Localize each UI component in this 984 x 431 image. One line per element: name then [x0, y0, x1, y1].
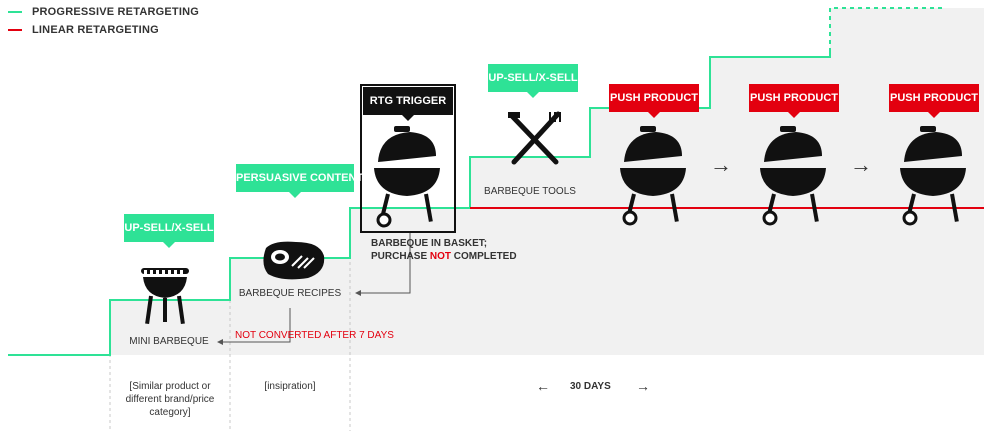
tag-upsell-mini: UP-SELL/X-SELL [124, 214, 214, 248]
label-basket-line1: BARBEQUE IN BASKET; [371, 238, 488, 249]
feedback-arrowhead-basket [355, 290, 361, 296]
arrow-right-icon-2: → [850, 152, 872, 177]
legend-progressive: PROGRESSIVE RETARGETING [8, 6, 199, 18]
label-barbeque-tools: BARBEQUE TOOLS [484, 186, 576, 197]
days-arrow-left-icon: ← [536, 378, 550, 394]
note-similar-line3: category] [149, 407, 191, 418]
note-similar-line1: [Similar product or [129, 381, 211, 392]
tag-persuasive-content: PERSUASIVE CONTENT [236, 164, 363, 198]
legend-label-linear: LINEAR RETARGETING [32, 24, 159, 36]
progressive-line-dashed [829, 7, 944, 52]
kettle-grill-icon-push-2 [760, 126, 826, 226]
label-basket-purchase: PURCHASE [371, 251, 430, 262]
rtg-trigger-box [360, 84, 456, 233]
note-similar-product: [Similar product or different brand/pric… [112, 380, 228, 419]
label-basket-not: NOT [429, 251, 452, 262]
kettle-grill-icon-push-1 [620, 126, 686, 226]
tag-push-product-2: PUSH PRODUCT [749, 84, 839, 118]
label-30-days: 30 DAYS [570, 381, 611, 392]
label-barbeque-recipes: BARBEQUE RECIPES [238, 288, 342, 299]
arrow-right-icon-1: → [710, 152, 732, 177]
feedback-arrow-recipes [222, 308, 291, 343]
bbq-tools-icon [508, 111, 561, 165]
steak-icon [263, 241, 325, 280]
feedback-arrowhead-recipes [217, 339, 223, 345]
tag-upsell-tools: UP-SELL/X-SELL [488, 64, 578, 98]
label-not-converted: NOT CONVERTED AFTER 7 DAYS [235, 330, 394, 341]
note-similar-line2: different brand/price [125, 394, 215, 405]
legend-swatch-progressive [8, 11, 22, 13]
kettle-grill-icon-trigger [374, 126, 440, 228]
label-basket-line2: PURCHASE NOT COMPLETED [371, 251, 517, 262]
feedback-arrow-basket [360, 232, 411, 294]
legend-label-progressive: PROGRESSIVE RETARGETING [32, 6, 199, 18]
note-inspiration: [insipration] [264, 381, 316, 392]
label-mini-barbeque: MINI BARBEQUE [129, 336, 209, 347]
legend-swatch-linear [8, 29, 22, 31]
kettle-grill-icon-push-3 [900, 126, 966, 226]
legend-linear: LINEAR RETARGETING [8, 24, 159, 36]
tag-rtg-trigger: RTG TRIGGER [363, 87, 453, 121]
days-arrow-right-icon: → [636, 378, 650, 394]
mini-grill-icon [141, 268, 189, 325]
tag-push-product-3: PUSH PRODUCT [889, 84, 979, 118]
label-basket-completed: COMPLETED [451, 251, 517, 262]
tag-push-product-1: PUSH PRODUCT [609, 84, 699, 118]
